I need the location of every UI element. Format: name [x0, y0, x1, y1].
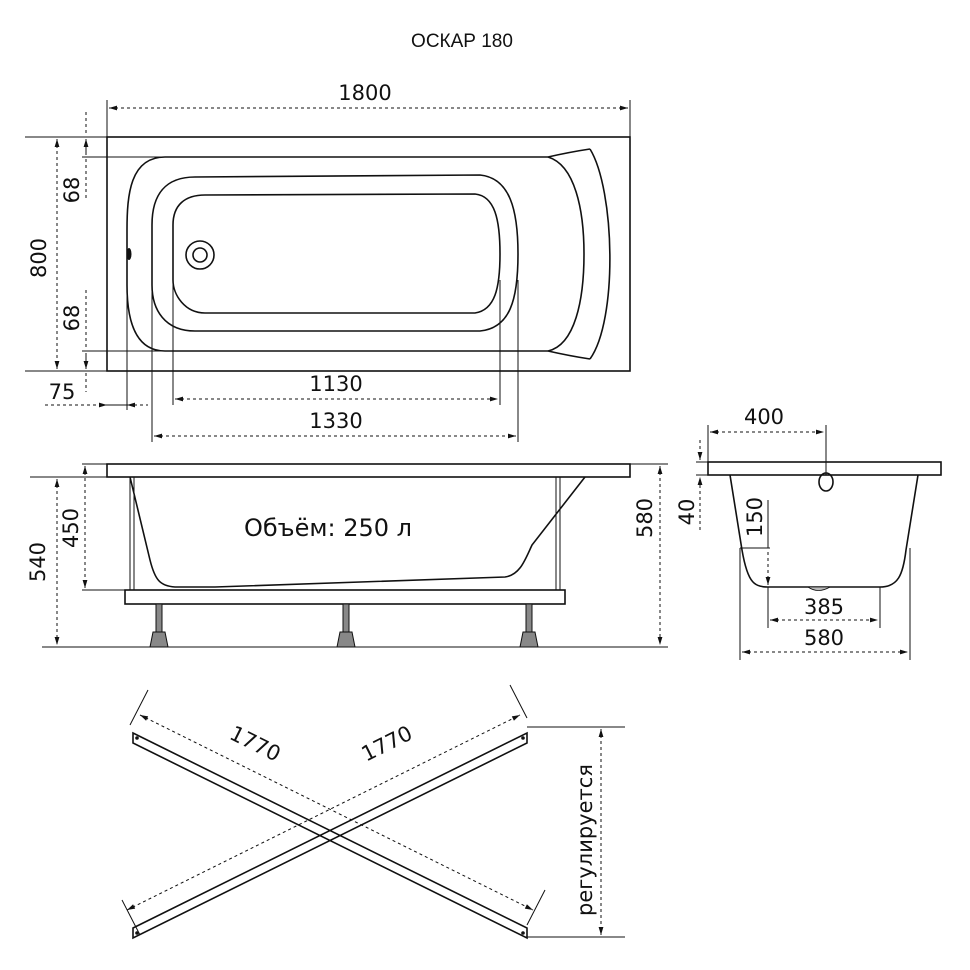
volume-label: Объём: 250 л	[244, 514, 412, 542]
dim-diagonal-1: 1770	[226, 721, 285, 766]
frame-rail	[132, 731, 528, 940]
dim-inner-length: 1330	[309, 409, 362, 433]
top-view: 1800 800 68 68 75 1130 1330	[25, 81, 631, 442]
overflow-icon	[126, 248, 132, 260]
dim-rim: 40	[675, 499, 699, 526]
dim-edge-left: 75	[49, 380, 76, 404]
dim-depth-low: 150	[743, 497, 767, 537]
adjustable-label: регулируется	[573, 764, 597, 916]
drain-icon	[185, 240, 215, 270]
dim-diagonal-2: 1770	[358, 721, 417, 766]
dim-bottom-width: 385	[804, 595, 844, 619]
dim-edge-top: 68	[60, 177, 84, 204]
dim-edge-bottom: 68	[60, 305, 84, 332]
dim-width: 800	[27, 238, 51, 278]
dim-height-max: 580	[633, 498, 657, 538]
dim-length: 1800	[338, 81, 391, 105]
dim-height-total: 540	[26, 542, 50, 582]
drawing-title: ОСКАР 180	[411, 31, 513, 52]
frame-rail	[132, 731, 528, 940]
dim-depth: 450	[59, 508, 83, 548]
side-view: 540 450 580 Объём: 250 л	[26, 463, 668, 648]
dim-width: 580	[804, 626, 844, 650]
leg-icon	[149, 603, 539, 648]
dim-inner-bottom: 1130	[309, 372, 362, 396]
end-view: 400 40 150 385 580	[675, 405, 942, 660]
dim-drain-offset: 400	[744, 405, 784, 429]
frame-view: 1770 1770 регулируется	[121, 684, 625, 940]
